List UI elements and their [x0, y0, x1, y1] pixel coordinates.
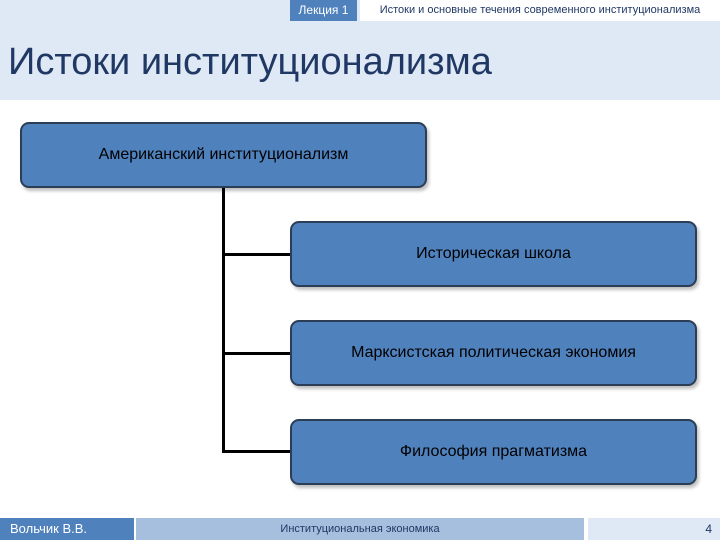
tree-connector-branch	[222, 352, 291, 355]
lecture-topic: Истоки и основные течения современного и…	[360, 0, 720, 21]
diagram-child-node: Философия прагматизма	[290, 419, 697, 485]
child-node-label: Философия прагматизма	[399, 443, 588, 460]
child-node-label: Историческая школа	[416, 245, 571, 262]
diagram-child-node: Историческая школа	[290, 221, 697, 287]
tree-connector-branch	[222, 253, 291, 256]
diagram-child-node: Марксистская политическая экономия	[290, 320, 697, 386]
footer-course: Институциональная экономика	[136, 518, 584, 540]
title-band	[0, 24, 720, 100]
lecture-label: Лекция 1	[290, 0, 357, 21]
tree-connector-branch	[222, 450, 291, 453]
footer-author: Вольчик В.В.	[0, 518, 134, 540]
root-node-label: Американский институционализм	[98, 146, 349, 163]
tree-connector-vertical	[222, 188, 225, 453]
diagram-root-node: Американский институционализм	[20, 122, 427, 188]
footer-page-number: 4	[588, 518, 720, 540]
slide-title: Истоки институционализма	[8, 41, 492, 83]
child-node-label: Марксистская политическая экономия	[351, 344, 636, 361]
